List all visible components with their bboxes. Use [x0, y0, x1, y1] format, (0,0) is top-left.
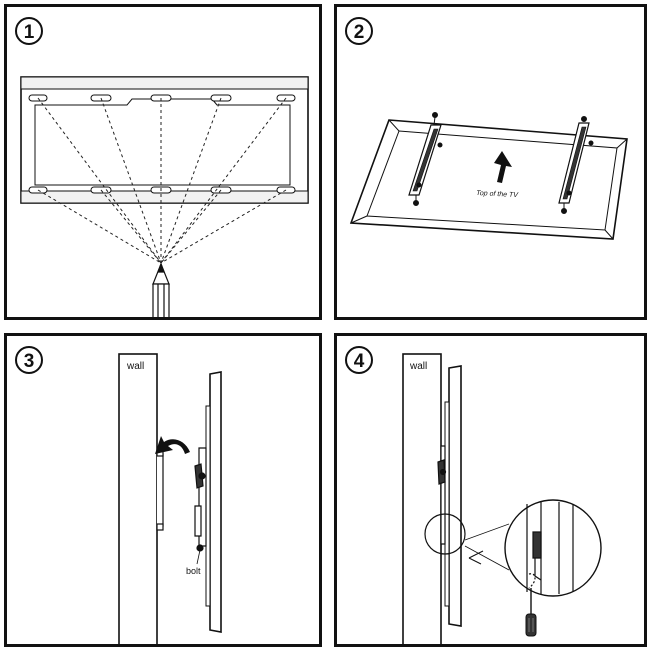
step-number: 4 — [354, 351, 365, 372]
step-number: 2 — [354, 22, 365, 43]
step-1-illustration: 1 — [15, 17, 309, 317]
tv-side — [205, 371, 222, 633]
step-4-panel: 4 wall — [334, 333, 647, 647]
curved-arrow-icon — [155, 436, 190, 454]
step-badge: 2 — [345, 17, 373, 45]
wall: wall — [402, 353, 442, 644]
pencil-icon — [152, 262, 170, 317]
wall-label: wall — [126, 361, 144, 372]
step-3-panel: 3 wall bolt — [4, 333, 322, 647]
step-3-illustration: 3 wall bolt — [15, 346, 222, 644]
bolt-label: bolt — [186, 566, 201, 576]
marking-lines — [37, 97, 287, 264]
arrow-up-icon — [494, 151, 512, 183]
tv-bracket — [194, 447, 207, 552]
step-number: 1 — [24, 22, 35, 43]
step-badge: 1 — [15, 17, 43, 45]
step-2-illustration: 2 — [345, 17, 628, 240]
magnified-detail — [504, 499, 602, 597]
step-2-panel: 2 — [334, 4, 647, 320]
step-badge: 4 — [345, 346, 373, 374]
wall: wall — [118, 353, 158, 644]
top-of-tv-label: Top of the TV — [476, 190, 519, 199]
tv-bracket-right — [558, 116, 594, 214]
bolt-callout: bolt — [186, 549, 201, 576]
wall-plate — [20, 76, 309, 204]
tv-bracket-left — [408, 112, 443, 206]
tv-side — [444, 365, 462, 627]
detail-marker — [424, 513, 510, 571]
wall-label: wall — [409, 361, 427, 372]
step-badge: 3 — [15, 346, 43, 374]
wall-plate — [156, 449, 164, 531]
step-1-panel: 1 — [4, 4, 322, 320]
step-number: 3 — [24, 351, 35, 372]
pointer-arrow-icon — [468, 550, 484, 565]
tv-bracket — [437, 445, 447, 545]
step-4-illustration: 4 wall — [345, 346, 602, 644]
screwdriver-icon — [525, 588, 537, 637]
